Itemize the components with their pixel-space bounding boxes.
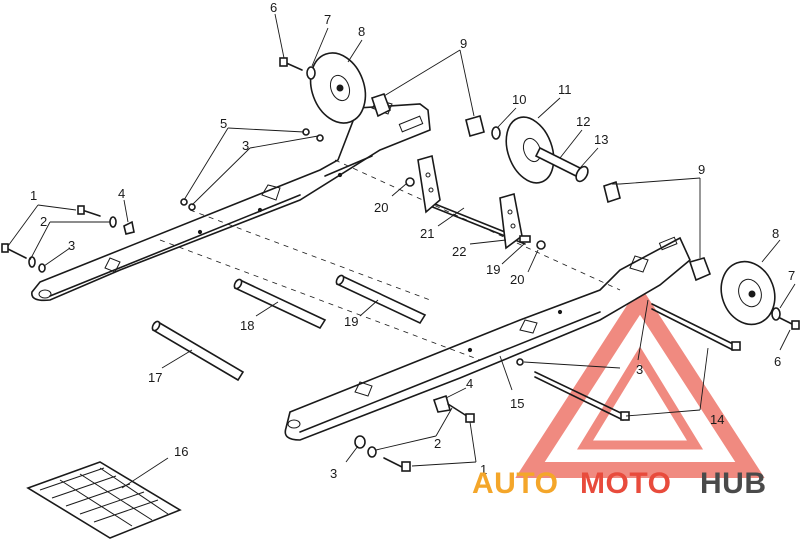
callout-13: 13 <box>594 132 608 147</box>
callout-18: 18 <box>240 318 254 333</box>
callout-6-top: 6 <box>270 0 277 15</box>
washer-2-top <box>109 216 117 228</box>
callout-1-bottom: 1 <box>480 462 487 477</box>
bracket-4-top <box>123 220 135 235</box>
washer-2-left <box>28 256 36 268</box>
callout-4-top: 4 <box>118 186 125 201</box>
right-rail <box>284 236 691 441</box>
watermark-moto: MOTO <box>580 467 671 500</box>
callout-2-bottom: 2 <box>434 436 441 451</box>
washer-3-bottom <box>354 435 366 449</box>
callout-12: 12 <box>576 114 590 129</box>
callout-7-right: 7 <box>788 268 795 283</box>
washer-20-right <box>536 240 546 250</box>
callout-14: 14 <box>710 412 724 427</box>
callout-8-top: 8 <box>358 24 365 39</box>
callout-7-top: 7 <box>324 12 331 27</box>
callout-21: 21 <box>420 226 434 241</box>
callout-9-right: 9 <box>698 162 705 177</box>
callout-8-right: 8 <box>772 226 779 241</box>
washer-3-mid <box>516 358 524 366</box>
bolt-6-top <box>279 57 303 71</box>
callout-3-right: 3 <box>636 362 643 377</box>
washer-7-top <box>306 66 316 80</box>
callout-1-top: 1 <box>30 188 37 203</box>
callout-5: 5 <box>220 116 227 131</box>
spacer-9-b <box>465 115 485 137</box>
axle-bracket-22 <box>499 192 531 250</box>
bolt-1-left <box>1 243 27 259</box>
bolt-1-top <box>77 205 101 217</box>
callout-6-right: 6 <box>774 354 781 369</box>
washer-3-left <box>38 263 46 273</box>
callout-2-top: 2 <box>40 214 47 229</box>
callout-11: 11 <box>558 82 572 97</box>
spacer-9-d <box>688 257 712 282</box>
washer-3-a <box>188 203 196 211</box>
callout-3-topleft: 3 <box>68 238 75 253</box>
idler-wheel-11 <box>505 116 555 184</box>
callout-9-top: 9 <box>460 36 467 51</box>
callout-20-left: 20 <box>374 200 388 215</box>
washer-7-right <box>771 307 781 321</box>
callout-10: 10 <box>512 92 526 107</box>
callout-19-shaft: 19 <box>486 262 500 277</box>
left-rail <box>31 99 431 302</box>
watermark-logo <box>515 285 765 478</box>
axle-shaft-12 <box>534 146 589 183</box>
callout-20-right: 20 <box>510 272 524 287</box>
watermark-wordmark: AUTO MOTO HUB <box>472 467 767 500</box>
axle-bracket-upper <box>417 154 441 214</box>
callout-16: 16 <box>174 444 188 459</box>
hyfax-slider-16 <box>26 461 182 539</box>
callout-22: 22 <box>452 244 466 259</box>
spacer-9-a <box>370 92 392 118</box>
nut-5-a <box>180 198 188 206</box>
bracket-4-bottom <box>432 394 452 413</box>
leader-lines <box>7 13 796 489</box>
washer-10 <box>491 126 501 140</box>
callout-19-mid: 19 <box>344 314 358 329</box>
callout-4-bottom: 4 <box>466 376 473 391</box>
cross-shaft-18 <box>233 278 327 330</box>
callout-15: 15 <box>510 396 524 411</box>
spacer-9-c <box>603 180 621 204</box>
bolt-shaft-14-a <box>651 303 741 351</box>
callout-17: 17 <box>148 370 162 385</box>
watermark-triangle-outer <box>515 285 765 478</box>
idler-wheel-8-right <box>720 260 776 326</box>
watermark-triangle-inner <box>576 346 704 450</box>
watermark-auto: AUTO <box>472 467 558 500</box>
callout-3-mid: 3 <box>242 138 249 153</box>
cross-shaft-17 <box>151 320 245 382</box>
washer-20-left <box>405 177 415 187</box>
bolt-6-right <box>779 317 800 330</box>
bolt-1-bottom-b <box>447 403 475 423</box>
washer-2-bottom <box>367 446 377 458</box>
cross-shaft-19 <box>335 274 427 325</box>
washer-3-b <box>316 134 324 142</box>
idler-wheel-8-top <box>309 52 367 124</box>
callout-3-bottom: 3 <box>330 466 337 481</box>
bolt-1-bottom <box>383 457 411 472</box>
watermark-hub: HUB <box>700 467 767 500</box>
